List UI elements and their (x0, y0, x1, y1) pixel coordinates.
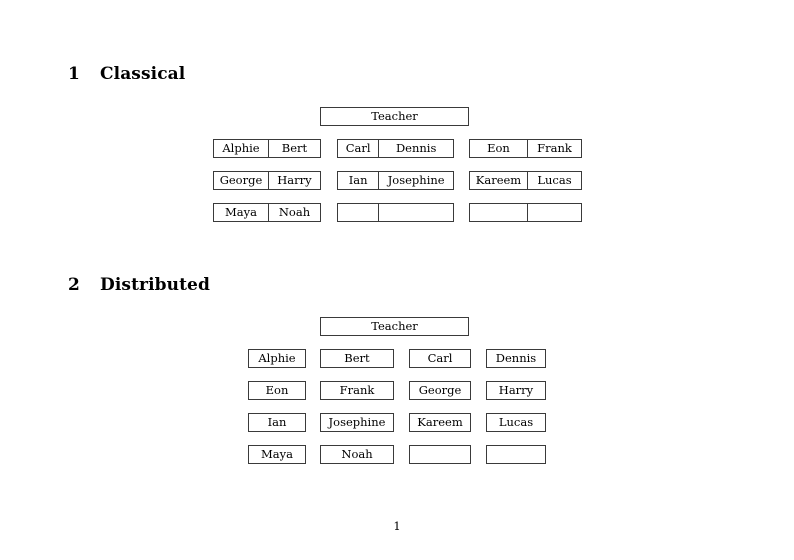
distributed-box: Bert (320, 349, 394, 368)
classical-right-row-2: Kareem Lucas (469, 171, 582, 190)
classical-right-row-1: Eon Frank (469, 139, 582, 158)
student-cell: Lucas (498, 414, 534, 429)
student-cell: Frank (526, 140, 581, 157)
distributed-box: Lucas (486, 413, 546, 432)
student-cell: Carl (345, 140, 371, 155)
section-number: 1 (68, 64, 80, 84)
student-cell: Alphie (258, 350, 296, 365)
distributed-box-empty (409, 445, 471, 464)
classical-left-row-2: George Harry (213, 171, 321, 190)
distributed-box: Maya (248, 445, 306, 464)
student-cell: Josephine (328, 414, 386, 429)
distributed-box: Frank (320, 381, 394, 400)
distributed-box: Josephine (320, 413, 394, 432)
student-cell-empty (526, 204, 581, 221)
distributed-teacher-box: Teacher (320, 317, 469, 336)
student-cell-empty (338, 204, 378, 221)
student-cell: George (418, 382, 462, 397)
student-cell: Ian (267, 414, 287, 429)
section-heading-classical: 1 Classical (68, 64, 185, 84)
distributed-box: Carl (409, 349, 471, 368)
teacher-label: Teacher (371, 318, 418, 333)
distributed-box: Ian (248, 413, 306, 432)
student-cell: Maya (261, 446, 293, 461)
student-cell: Lucas (526, 172, 581, 189)
student-cell: Josephine (378, 172, 453, 189)
student-cell: Kareem (475, 172, 522, 187)
student-cell-empty (487, 446, 545, 463)
student-cell: Ian (348, 172, 368, 187)
distributed-box-empty (486, 445, 546, 464)
section-heading-distributed: 2 Distributed (68, 275, 210, 295)
student-cell: Alphie (222, 140, 260, 155)
distributed-box: George (409, 381, 471, 400)
classical-left-row-3: Maya Noah (213, 203, 321, 222)
distributed-box: Kareem (409, 413, 471, 432)
student-cell: Dennis (495, 350, 537, 365)
student-cell-empty (470, 204, 527, 221)
classical-middle-row-2: Ian Josephine (337, 171, 454, 190)
teacher-label: Teacher (371, 108, 418, 123)
classical-left-row-1: Alphie Bert (213, 139, 321, 158)
student-cell: Harry (267, 172, 320, 189)
student-cell: Noah (267, 204, 320, 221)
classical-right-row-3-empty (469, 203, 582, 222)
distributed-box: Harry (486, 381, 546, 400)
classical-middle-row-3-empty (337, 203, 454, 222)
student-cell: Bert (267, 140, 320, 157)
student-cell-empty (378, 204, 453, 221)
classical-middle-row-1: Carl Dennis (337, 139, 454, 158)
student-cell: Carl (427, 350, 453, 365)
distributed-box: Noah (320, 445, 394, 464)
student-cell: Eon (265, 382, 289, 397)
section-title: Distributed (100, 275, 210, 295)
student-cell-empty (410, 446, 470, 463)
distributed-box: Eon (248, 381, 306, 400)
student-cell: George (219, 172, 263, 187)
student-cell: Kareem (417, 414, 463, 429)
student-cell: Dennis (378, 140, 453, 157)
classical-teacher-box: Teacher (320, 107, 469, 126)
student-cell: Eon (487, 140, 510, 155)
page-number: 1 (393, 519, 401, 533)
section-number: 2 (68, 275, 80, 295)
student-cell: Noah (341, 446, 373, 461)
student-cell: Bert (344, 350, 370, 365)
student-cell: Harry (498, 382, 534, 397)
distributed-box: Dennis (486, 349, 546, 368)
student-cell: Maya (224, 204, 257, 219)
section-title: Classical (100, 64, 186, 84)
distributed-box: Alphie (248, 349, 306, 368)
student-cell: Frank (339, 382, 375, 397)
